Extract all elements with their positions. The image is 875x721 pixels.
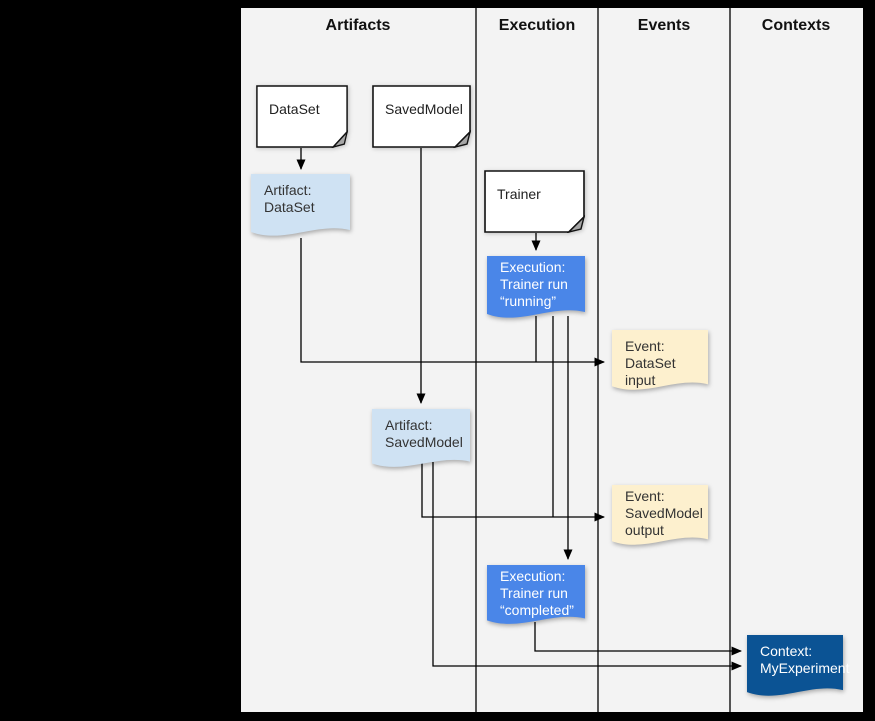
- node-label: Trainer: [497, 186, 541, 203]
- node-savedmodel: SavedModel: [372, 85, 471, 148]
- node-label: DataSet: [269, 101, 320, 118]
- node-event-savedmodel-output: Event: SavedModel output: [612, 485, 708, 549]
- node-label: Artifact: DataSet: [264, 182, 315, 215]
- node-artifact-savedmodel: Artifact: SavedModel: [372, 409, 470, 471]
- node-trainer: Trainer: [484, 170, 585, 233]
- node-execution-completed: Execution: Trainer run “completed”: [487, 565, 585, 628]
- column-header-contexts: Contexts: [761, 17, 831, 34]
- node-label: Event: DataSet input: [625, 338, 676, 388]
- node-dataset: DataSet: [256, 85, 348, 148]
- node-label: Event: SavedModel output: [625, 488, 703, 538]
- node-context-myexperiment: Context: MyExperiment: [747, 635, 850, 700]
- node-label: Execution: Trainer run “completed”: [500, 568, 574, 618]
- column-header-execution: Execution: [498, 17, 576, 34]
- node-event-dataset-input: Event: DataSet input: [612, 330, 708, 394]
- node-artifact-dataset: Artifact: DataSet: [251, 174, 350, 240]
- node-label: Context: MyExperiment: [760, 643, 850, 676]
- node-label: Execution: Trainer run “running”: [500, 259, 568, 309]
- node-label: SavedModel: [385, 101, 463, 118]
- column-header-events: Events: [637, 17, 691, 34]
- node-execution-running: Execution: Trainer run “running”: [487, 256, 585, 322]
- column-header-artifacts: Artifacts: [325, 17, 391, 34]
- node-label: Artifact: SavedModel: [385, 417, 463, 450]
